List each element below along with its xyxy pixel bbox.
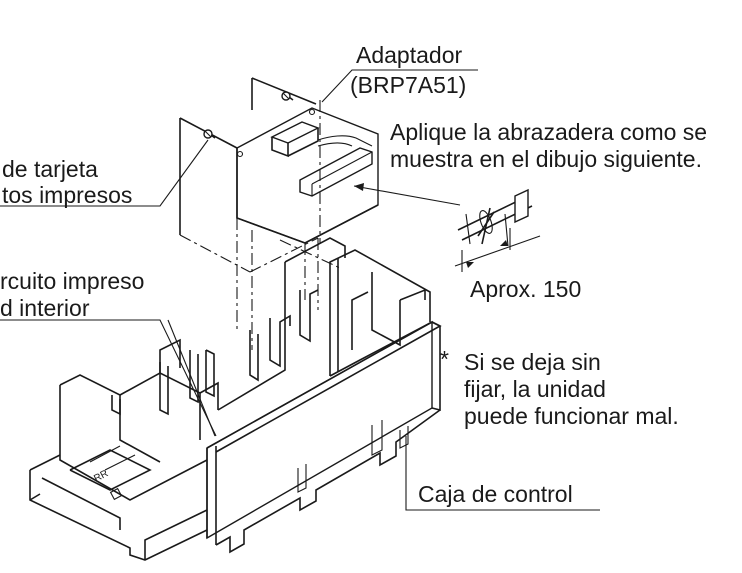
note-line1: Si se deja sin	[464, 349, 601, 375]
adapter-board	[236, 107, 379, 244]
card-label-line1: de tarjeta	[2, 156, 98, 182]
control-box: RR	[29, 237, 442, 561]
circuit-label-line2: d interior	[0, 295, 90, 321]
note-line2: fijar, la unidad	[464, 376, 606, 402]
clamp-instruction-line1: Aplique la abrazadera como se	[390, 119, 708, 145]
leader-lines	[0, 69, 600, 511]
adapter-name-label: Adaptador	[356, 42, 463, 68]
clamp-connector	[514, 188, 529, 224]
note-line3: puede funcionar mal.	[464, 403, 679, 429]
note-asterisk: *	[440, 346, 449, 372]
installation-guide-lines	[179, 100, 341, 350]
dimension-label: Aprox. 150	[470, 276, 582, 302]
control-box-label: Caja de control	[418, 481, 573, 507]
circuit-label-line1: rcuito impreso	[0, 268, 145, 294]
screw-left	[203, 129, 216, 139]
screw-top	[281, 91, 294, 101]
card-label-line2: tos impresos	[2, 182, 133, 208]
clamp-instruction-line2: muestra en el dibujo siguiente.	[390, 146, 702, 172]
clamp-detail	[454, 188, 541, 272]
adapter-model-label: (BRP7A51)	[350, 72, 467, 98]
